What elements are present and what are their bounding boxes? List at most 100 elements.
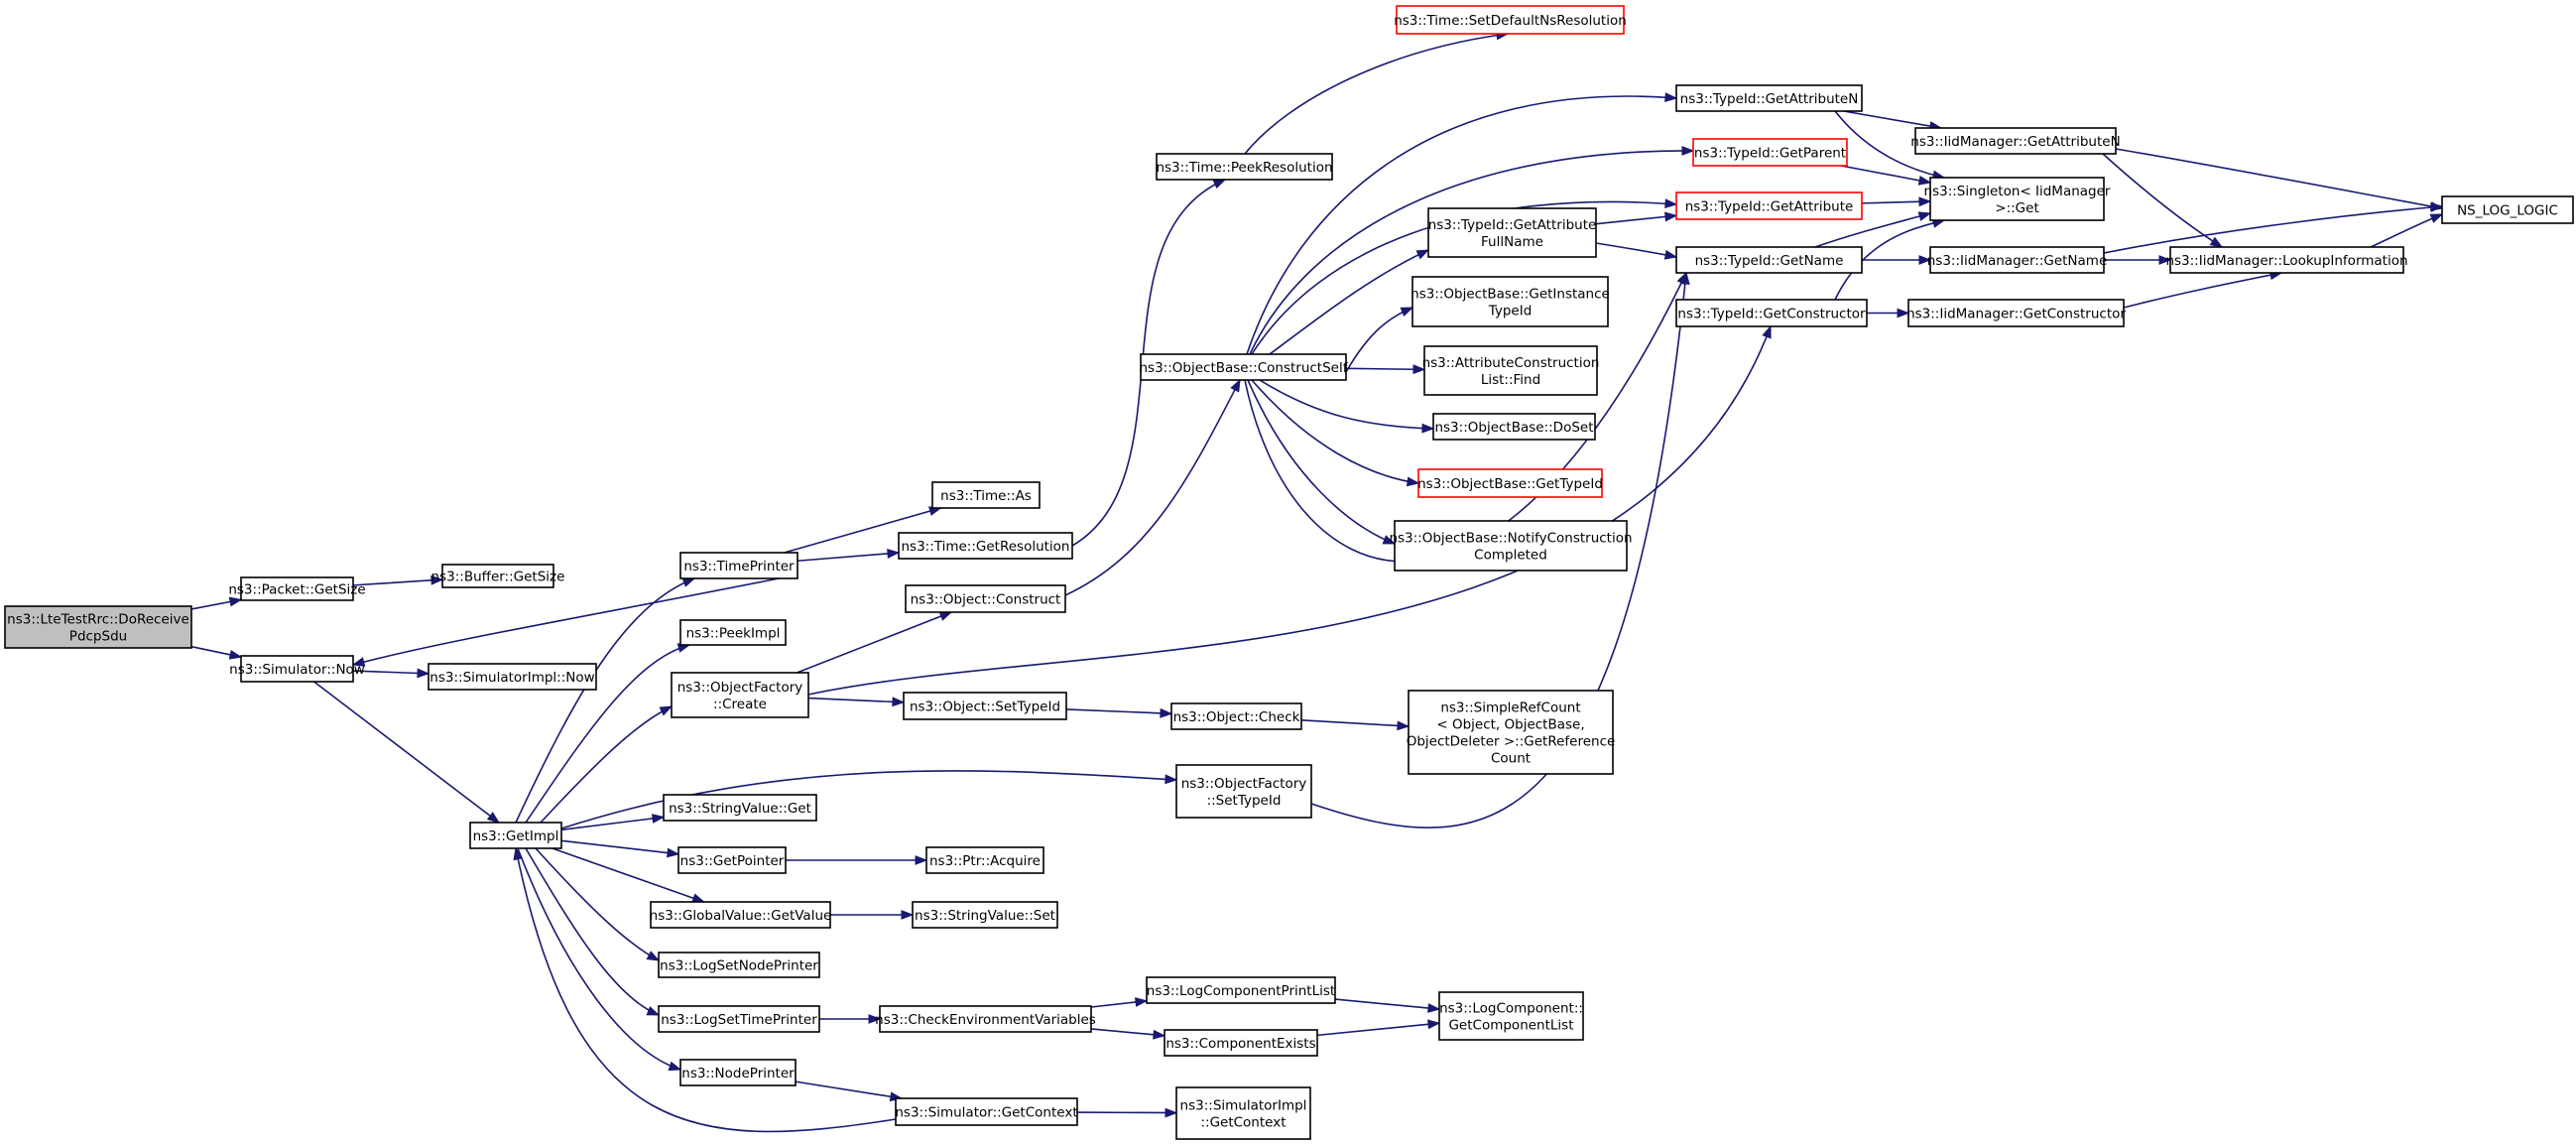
node-getpointer[interactable]: ns3::GetPointer <box>677 846 787 874</box>
node-timeprinter[interactable]: ns3::TimePrinter <box>679 552 798 579</box>
node-simplerefcount-label: < Object, ObjectBase, <box>1436 717 1584 733</box>
node-tid-getattrn-box <box>1675 84 1863 112</box>
edge-globalvalue-get-to-stringvalue-set <box>830 910 915 920</box>
node-object-construct-box <box>905 584 1066 613</box>
edge-objbase-construct-to-objbase-gettid-arrowhead <box>1406 476 1420 487</box>
node-time-as[interactable]: ns3::Time::As <box>931 481 1041 509</box>
edge-timeprinter-to-time-getres-line <box>797 552 900 563</box>
edge-iid-getname-to-ns-log-logic-line <box>2103 205 2443 254</box>
edge-compexists-to-logcomp-getlist-line <box>1316 1022 1440 1037</box>
node-objfactory-create[interactable]: ns3::ObjectFactory::Create <box>671 672 809 718</box>
edge-compexists-to-logcomp-getlist-arrowhead <box>1427 1019 1441 1030</box>
node-tid-getparent[interactable]: ns3::TypeId::GetParent <box>1692 138 1848 167</box>
node-simimpl-getctx[interactable]: ns3::SimulatorImpl::GetContext <box>1175 1086 1311 1140</box>
node-object-settypeid[interactable]: ns3::Object::SetTypeId <box>903 692 1067 720</box>
node-logtimeprinter[interactable]: ns3::LogSetTimePrinter <box>658 1005 820 1033</box>
edge-iid-getattrn-to-iid-lookup <box>2102 153 2224 248</box>
node-objbase-doset-label: ns3::ObjectBase::DoSet <box>1434 420 1593 436</box>
node-singleton-get[interactable]: ns3::Singleton< IidManager>::Get <box>1924 177 2111 221</box>
node-tid-getname[interactable]: ns3::TypeId::GetName <box>1675 246 1863 274</box>
edge-time-peekres-to-time-setdefres <box>1244 30 1510 155</box>
node-ns-log-logic[interactable]: NS_LOG_LOGIC <box>2441 195 2574 224</box>
edge-iid-getctor-to-iid-lookup <box>2123 270 2283 309</box>
node-ptr-acquire[interactable]: ns3::Ptr::Acquire <box>925 846 1044 874</box>
node-logprintlist-box <box>1146 976 1336 1004</box>
node-simimpl-getctx-label: ::GetContext <box>1200 1115 1286 1131</box>
node-objfactory-settid-label: ::SetTypeId <box>1207 793 1282 809</box>
edge-objfactory-create-to-object-construct <box>797 611 953 674</box>
node-packet-getsize[interactable]: ns3::Packet::GetSize <box>228 576 366 601</box>
node-logcomp-getlist[interactable]: ns3::LogComponent::GetComponentList <box>1438 991 1584 1041</box>
node-objbase-notify-box <box>1394 520 1628 572</box>
node-compexists[interactable]: ns3::ComponentExists <box>1164 1029 1318 1057</box>
node-nodeprinter[interactable]: ns3::NodePrinter <box>679 1059 797 1086</box>
edge-objfactory-create-to-tid-getctor-line <box>807 325 1772 696</box>
edge-objfactory-create-to-object-settypeid-arrowhead <box>892 697 906 707</box>
node-tid-getctor[interactable]: ns3::TypeId::GetConstructor <box>1675 299 1868 327</box>
node-getimpl[interactable]: ns3::GetImpl <box>469 822 562 849</box>
node-globalvalue-get[interactable]: ns3::GlobalValue::GetValue <box>650 901 832 929</box>
edge-nodeprinter-to-sim-getcontext <box>795 1081 904 1102</box>
node-tid-getattrn[interactable]: ns3::TypeId::GetAttributeN <box>1675 84 1863 112</box>
edge-getimpl-to-nodeprinter-arrowhead <box>668 1061 682 1072</box>
node-checkenv[interactable]: ns3::CheckEnvironmentVariables <box>875 1005 1096 1033</box>
edge-objfactory-create-to-tid-getctor <box>807 324 1772 696</box>
node-peekimpl[interactable]: ns3::PeekImpl <box>679 619 787 646</box>
node-object-construct[interactable]: ns3::Object::Construct <box>905 584 1066 613</box>
node-time-peekres[interactable]: ns3::Time::PeekResolution <box>1156 153 1333 181</box>
edge-iid-lookup-to-ns-log-logic-line <box>2370 213 2443 248</box>
edge-root-to-packet-getsize-arrowhead <box>228 596 243 607</box>
edge-logtimeprinter-to-checkenv-arrowhead <box>868 1014 882 1024</box>
node-tid-getattr-box <box>1675 191 1863 220</box>
node-sim-getcontext[interactable]: ns3::Simulator::GetContext <box>895 1097 1078 1126</box>
node-simimpl-now[interactable]: ns3::SimulatorImpl::Now <box>428 663 597 691</box>
node-attrlist-find-box <box>1423 345 1598 396</box>
node-simulator-now[interactable]: ns3::Simulator::Now <box>229 655 365 683</box>
node-getpointer-box <box>677 846 787 874</box>
edge-objfactory-create-to-object-construct-arrowhead <box>938 611 953 621</box>
node-objfactory-settid[interactable]: ns3::ObjectFactory::SetTypeId <box>1175 764 1312 819</box>
node-objbase-notify[interactable]: ns3::ObjectBase::NotifyConstructionCompl… <box>1389 520 1633 572</box>
node-object-check[interactable]: ns3::Object::Check <box>1170 702 1302 730</box>
edge-tid-getattr-to-singleton-get-line <box>1861 200 1931 204</box>
edge-iid-getattrn-to-iid-lookup-arrowhead <box>2209 236 2224 248</box>
node-peekimpl-label: ns3::PeekImpl <box>686 626 781 642</box>
node-tid-getattr[interactable]: ns3::TypeId::GetAttribute <box>1675 191 1863 220</box>
edge-tid-getctor-to-singleton-get <box>1834 218 1946 301</box>
node-iid-getattrn[interactable]: ns3::IidManager::GetAttributeN <box>1910 127 2121 155</box>
node-logprintlist[interactable]: ns3::LogComponentPrintList <box>1146 976 1336 1004</box>
node-objbase-gettid[interactable]: ns3::ObjectBase::GetTypeId <box>1417 468 1603 498</box>
edge-object-settypeid-to-object-check-arrowhead <box>1160 707 1173 718</box>
edge-object-construct-to-objbase-construct <box>1064 378 1241 596</box>
edge-timeprinter-to-time-getres <box>797 549 901 563</box>
node-tid-getattrfull-box <box>1427 207 1597 258</box>
node-stringvalue-set[interactable]: ns3::StringValue::Set <box>912 901 1058 929</box>
edge-objbase-construct-to-tid-getattr-line <box>1251 200 1677 355</box>
edge-tid-getattrfull-to-tid-getname <box>1595 242 1678 260</box>
node-stringvalue-get[interactable]: ns3::StringValue::Get <box>663 794 817 822</box>
edge-sim-getcontext-to-simimpl-getctx-line <box>1076 1111 1177 1114</box>
node-peekimpl-box <box>679 619 787 646</box>
node-iid-lookup[interactable]: ns3::IidManager::LookupInformation <box>2165 246 2408 274</box>
node-time-getres[interactable]: ns3::Time::GetResolution <box>898 532 1073 560</box>
node-iid-getctor[interactable]: ns3::IidManager::GetConstructor <box>1906 299 2126 327</box>
node-objbase-doset[interactable]: ns3::ObjectBase::DoSet <box>1432 413 1596 441</box>
node-buffer-getsize[interactable]: ns3::Buffer::GetSize <box>431 564 565 588</box>
edge-objbase-construct-to-attrlist-find-arrowhead <box>1412 364 1426 375</box>
edge-sim-getcontext-to-getimpl-line <box>515 847 897 1133</box>
node-time-peekres-label: ns3::Time::PeekResolution <box>1156 160 1332 176</box>
edge-time-peekres-to-time-setdefres-line <box>1244 33 1509 155</box>
edge-getimpl-to-timeprinter <box>515 577 696 824</box>
node-lognodeprinter[interactable]: ns3::LogSetNodePrinter <box>658 952 820 978</box>
node-time-setdefres[interactable]: ns3::Time::SetDefaultNsResolution <box>1394 5 1627 35</box>
node-iid-getname[interactable]: ns3::IidManager::GetName <box>1927 246 2108 274</box>
node-globalvalue-get-label: ns3::GlobalValue::GetValue <box>650 908 832 924</box>
node-simplerefcount[interactable]: ns3::SimpleRefCount< Object, ObjectBase,… <box>1407 690 1616 775</box>
edge-sim-getcontext-to-getimpl <box>513 846 897 1133</box>
node-objbase-construct[interactable]: ns3::ObjectBase::ConstructSelf <box>1140 353 1349 381</box>
edge-objbase-construct-to-tid-getattrn <box>1246 92 1678 355</box>
